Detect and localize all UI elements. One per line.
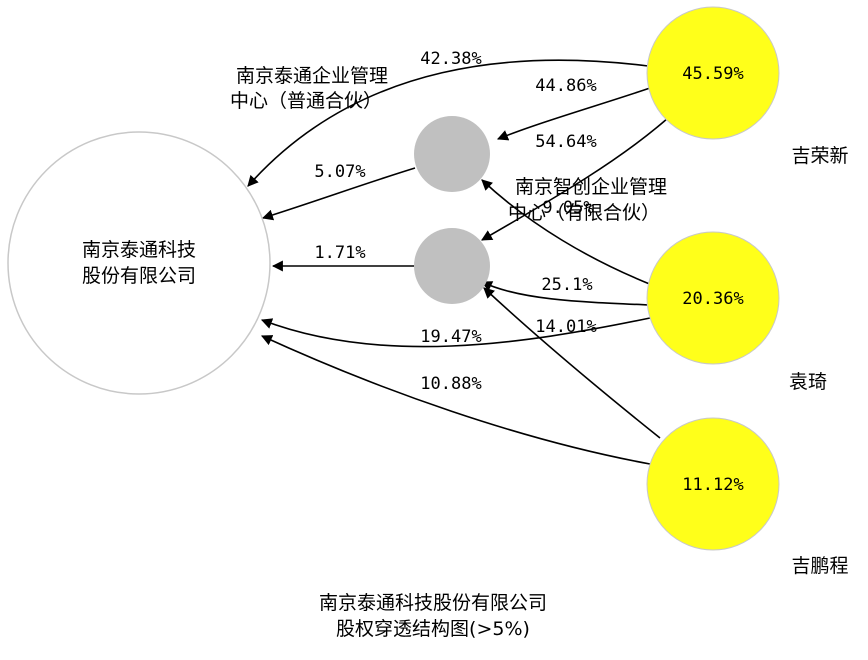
caption-line2: 股权穿透结构图(>5%) bbox=[336, 618, 530, 640]
edge-yq-company bbox=[260, 317, 651, 348]
edge-label-platform-b-company: 1.71% bbox=[314, 243, 365, 263]
shareholder-ji-pengcheng-node: 11.12% bbox=[646, 417, 780, 551]
edge-jrx-platform-b bbox=[481, 117, 669, 241]
ji-pengcheng-name: 吉鹏程 bbox=[791, 555, 848, 577]
edge-yq-platform-b bbox=[481, 281, 651, 306]
shareholder-yuan-qi-node: 20.36% bbox=[646, 231, 780, 365]
platform-b-name-line2: 中心（有限合伙） bbox=[508, 202, 660, 224]
edge-label-jpc-platform-b: 14.01% bbox=[535, 317, 596, 337]
ji-pengcheng-pct: 11.12% bbox=[682, 475, 743, 495]
yuan-qi-pct: 20.36% bbox=[682, 289, 743, 309]
edge-label-jpc-company: 10.88% bbox=[420, 374, 481, 394]
edge-label-jrx-company: 42.38% bbox=[420, 49, 481, 69]
shareholder-ji-rongxin-node: 45.59% bbox=[646, 6, 780, 140]
edge-label-yq-platform-b: 25.1% bbox=[541, 275, 592, 295]
platform-b-name-line1: 南京智创企业管理 bbox=[515, 176, 667, 198]
edge-label-yq-platform-a: 9.05% bbox=[542, 198, 593, 218]
edge-label-jrx-platform-b: 54.64% bbox=[535, 132, 596, 152]
edge-label-platform-a-company: 5.07% bbox=[314, 162, 365, 182]
yuan-qi-name: 袁琦 bbox=[789, 371, 827, 393]
company-node: 南京泰通科技 股份有限公司 bbox=[7, 131, 271, 395]
edge-label-jrx-platform-a: 44.86% bbox=[535, 76, 596, 96]
platform-b-node bbox=[414, 228, 490, 304]
platform-a-node bbox=[414, 116, 490, 192]
company-name-line1: 南京泰通科技 bbox=[82, 239, 196, 261]
edge-jrx-company bbox=[247, 59, 649, 187]
ji-rongxin-pct: 45.59% bbox=[682, 64, 743, 84]
platform-a-name-line1: 南京泰通企业管理 bbox=[236, 65, 388, 87]
company-name-line2: 股份有限公司 bbox=[82, 265, 196, 287]
ji-rongxin-name: 吉荣新 bbox=[791, 145, 848, 167]
platform-a-name-line2: 中心（普通合伙） bbox=[230, 90, 382, 112]
edge-label-yq-company: 19.47% bbox=[420, 327, 481, 347]
edge-jpc-company bbox=[260, 335, 651, 465]
edge-jpc-platform-b bbox=[483, 287, 661, 439]
caption-line1: 南京泰通科技股份有限公司 bbox=[319, 592, 547, 614]
edge-jrx-platform-a bbox=[496, 87, 651, 141]
edge-yq-platform-a bbox=[481, 179, 653, 286]
edge-platform-a-company bbox=[261, 167, 416, 221]
